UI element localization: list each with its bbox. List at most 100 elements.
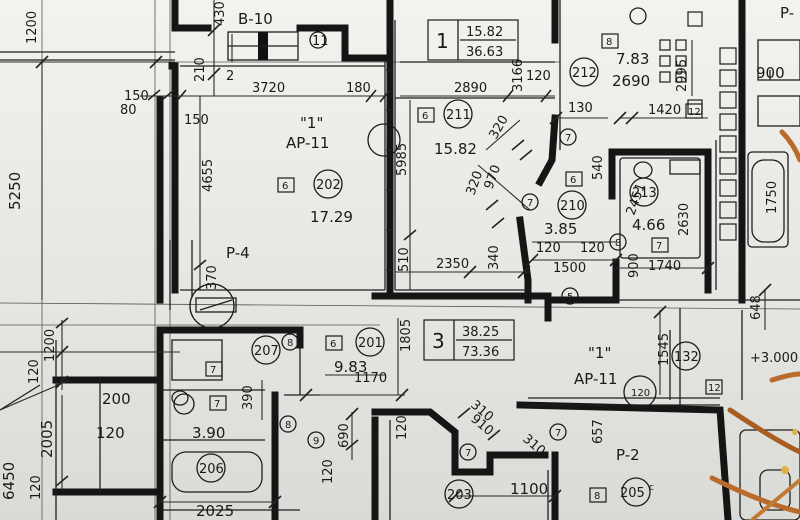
dim-120-top: 120 [526,69,551,84]
dim-2995: 2995 [675,59,690,92]
label-b10: B-10 [238,10,273,28]
dim-2350: 2350 [436,257,469,272]
square-7-b: 7 [214,399,220,410]
label-p-top: P- [780,4,794,22]
room-203: 203 [447,488,472,503]
dim-1420: 1420 [648,103,681,118]
dim-3720: 3720 [252,81,285,96]
square-7-a: 7 [656,241,662,252]
dim-1170: 1170 [354,371,387,386]
room-211: 211 [446,108,471,123]
shaft-grid [659,11,737,241]
dim-1200-top: 1200 [25,11,40,44]
label-ap11: AP-11 [286,134,329,152]
label-2: 2 [226,69,234,84]
marker-8-b: 8 [287,338,293,349]
marker-8-a: 8 [615,238,621,249]
dim-690: 690 [337,423,352,448]
dim-210: 210 [193,57,208,82]
dim-120-d: 120 [395,415,410,440]
dim-370: 370 [205,265,220,290]
dim-648: 648 [749,295,764,320]
area-4-66: 4.66 [632,216,665,234]
label-quote-1: "1" [300,114,323,132]
dim-2690: 2690 [612,72,650,90]
square-8-a: 8 [606,37,612,48]
square-6-c: 6 [570,175,576,186]
label-plus3000: +3.000 [750,351,798,366]
room-210: 210 [560,199,585,214]
square-6-a: 6 [282,181,288,192]
dim-120-mid: 120 [96,424,125,442]
dim-1805: 1805 [399,319,414,352]
marker-5: 5 [567,292,573,303]
marker-7-d: 7 [465,448,471,459]
box3-bottom: 73.36 [462,345,499,360]
box1-bottom: 36.63 [466,45,503,60]
square-12-b: 12 [688,107,701,118]
marker-7-c: 7 [555,428,561,439]
label-quote-1-b: "1" [588,344,611,362]
dim-1545: 1545 [657,333,672,366]
dim-120-bottom-left: 120 [29,475,44,500]
marker-8-c: 8 [285,420,291,431]
dim-657: 657 [591,419,606,444]
dim-1740: 1740 [648,259,681,274]
box3-number: 3 [432,329,445,353]
marker-7-a: 7 [565,133,571,144]
room-212: 212 [572,66,597,81]
dim-1100: 1100 [510,480,548,498]
box1-number: 1 [436,29,449,53]
label-p4: P-4 [226,244,250,262]
dim-540: 540 [591,155,606,180]
dim-200: 200 [102,390,131,408]
box3-top: 38.25 [462,325,499,340]
dim-3166: 3166 [511,59,526,92]
apartment-box-3 [423,319,515,361]
dim-6450: 6450 [0,462,18,500]
dim-180: 180 [346,81,371,96]
square-8-b: 8 [594,491,600,502]
dim-130: 130 [568,101,593,116]
dim-970: 970 [482,163,505,191]
apartment-box-1 [427,19,519,61]
copper-wires [709,129,800,520]
dim-1750: 1750 [765,181,780,214]
dim-340: 340 [487,245,502,270]
dim-5250: 5250 [6,172,24,210]
square-6-d: 6 [330,339,336,350]
room-213: 213 [632,186,657,201]
walls [52,0,746,520]
room-206: 206 [199,462,224,477]
room-markers [173,7,701,509]
dim-900: 900 [756,64,785,82]
dim-510: 510 [397,247,412,272]
dim-4655: 4655 [201,159,216,192]
dim-1000: 1200 [43,329,58,362]
area-17-29: 17.29 [310,208,353,226]
label-11: 11 [312,34,329,49]
area-9-83: 9.83 [334,358,367,376]
room-207: 207 [254,344,279,359]
dim-320: 320 [486,113,511,142]
dim-120-h: 120 [580,241,605,256]
area-7-83: 7.83 [616,50,649,68]
box1-top: 15.82 [466,25,503,40]
window-hatch [386,69,392,271]
room-202: 202 [316,178,341,193]
label-p2: P-2 [616,446,640,464]
dim-2025: 2025 [196,502,234,520]
marker-120: 120 [631,388,650,399]
dim-120-left: 120 [27,359,42,384]
room-201: 201 [358,336,383,351]
dim-900-b: 900 [627,253,642,278]
area-3-85: 3.85 [544,220,577,238]
dimension-lines [0,0,772,509]
label-ap11-b: AP-11 [574,370,617,388]
marker-9: 9 [313,436,319,447]
square-6-b: 6 [422,111,428,122]
square-12: 12 [708,383,721,394]
